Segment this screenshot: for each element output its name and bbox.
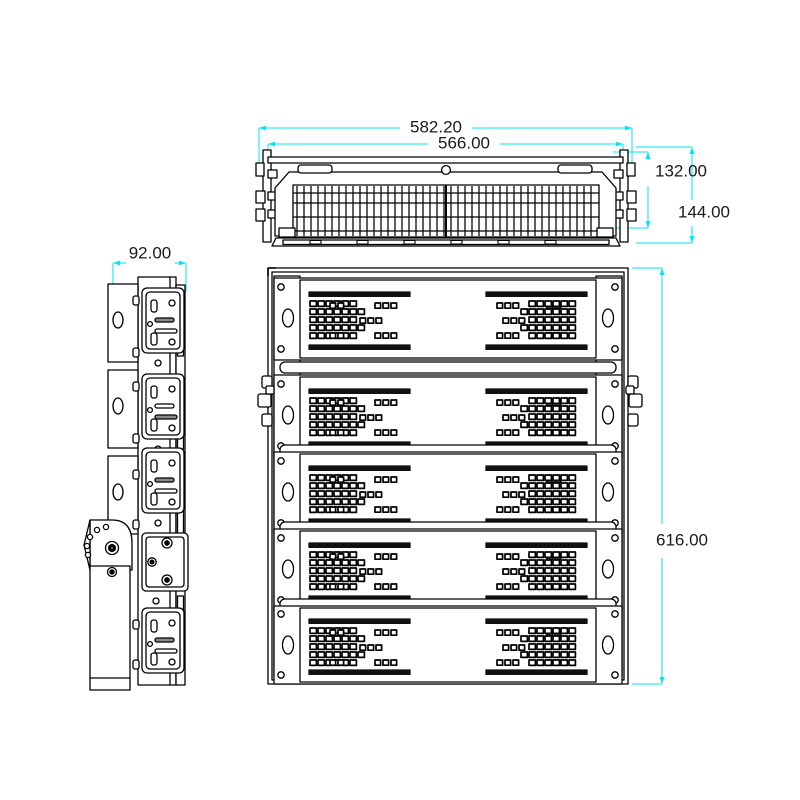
led-module-4	[273, 528, 623, 612]
top-view-foot-right	[596, 227, 614, 238]
led-module-3	[273, 451, 623, 535]
side-view-shell-hole-1	[112, 311, 124, 329]
module-3-hole-right	[601, 482, 615, 502]
module-2-hole-right	[601, 405, 615, 425]
side-view-shell-hole-2	[112, 397, 124, 415]
side-view-tabs	[132, 295, 140, 670]
side-view-screw-4	[152, 597, 160, 605]
dim-label-566: 566.00	[438, 133, 490, 152]
bracket-hole-4	[83, 542, 91, 550]
top-view-foot-left	[278, 227, 296, 238]
module-2-led-block-right	[520, 397, 577, 437]
bracket-hole-5	[84, 551, 92, 559]
top-view-hump-right	[557, 164, 593, 174]
side-view-led-plates	[141, 287, 189, 674]
dimension-labels: 582.20 566.00 132.00 144.00 92.00 616.00	[129, 117, 730, 549]
side-view-plate-2	[141, 373, 185, 440]
led-module-5	[273, 605, 623, 685]
dimension-arrowheads	[113, 125, 695, 684]
module-3-led-block-right	[520, 474, 577, 514]
side-view-plate-5	[141, 607, 185, 674]
side-view-plate-1	[141, 287, 185, 354]
side-view-plate-3	[141, 447, 185, 514]
module-4-hole-right	[601, 559, 615, 579]
top-view-center-boss	[440, 164, 452, 176]
module-3-hole-left	[281, 482, 295, 502]
dim-label-616: 616.00	[656, 530, 708, 549]
dimline-616	[632, 267, 663, 685]
top-view	[255, 149, 637, 247]
module-4-led-block-right	[520, 551, 577, 591]
module-1-hole-right	[601, 308, 615, 328]
bracket-post	[89, 565, 131, 691]
side-view-shell-hole-3	[112, 483, 124, 501]
led-module-1	[273, 277, 623, 361]
front-view-left-mount-tabs	[257, 375, 275, 427]
front-view	[257, 267, 643, 685]
dim-label-92: 92.00	[129, 243, 172, 262]
top-view-fins	[296, 186, 592, 236]
module-1-hole-left	[281, 308, 295, 328]
module-5-led-block-right	[520, 627, 577, 667]
front-view-crossrail-1	[279, 361, 617, 374]
dim-label-144: 144.00	[678, 202, 730, 221]
front-view-right-mount-tabs	[625, 375, 643, 427]
bracket-hole-3	[86, 533, 94, 541]
module-2-hole-left	[281, 405, 295, 425]
top-view-rail	[267, 156, 624, 164]
side-view-rear-shells	[107, 283, 139, 535]
dim-label-132: 132.00	[655, 161, 707, 180]
pivot-mounting-bracket	[83, 519, 133, 691]
bracket-hole-2	[93, 526, 101, 534]
dimline-144	[636, 146, 693, 244]
top-view-left-bracket	[255, 149, 278, 243]
dim-label-582: 582.20	[410, 117, 462, 136]
module-5-hole-right	[601, 635, 615, 655]
module-1-led-block-right	[520, 300, 577, 340]
top-view-hump-left	[297, 164, 333, 174]
module-4-hole-left	[281, 559, 295, 579]
side-view	[83, 276, 189, 691]
bracket-hole-1	[102, 523, 110, 531]
side-view-screw-3	[154, 519, 162, 527]
side-view-screw-1	[154, 359, 162, 367]
top-view-right-bracket	[613, 149, 637, 243]
module-5-hole-left	[281, 635, 295, 655]
side-view-plate-4	[141, 532, 189, 592]
